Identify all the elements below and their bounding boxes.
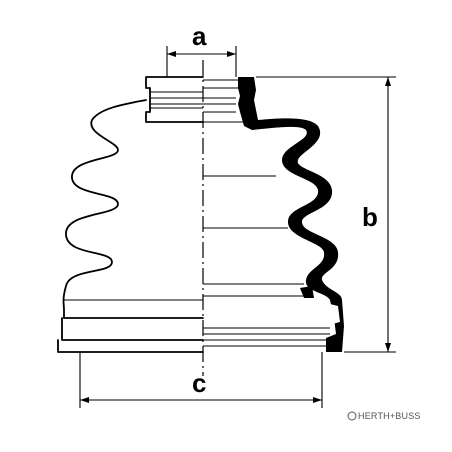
boot-section-right: [203, 77, 344, 352]
dimension-b-label: b: [362, 202, 378, 232]
brand-text: HERTH+BUSS: [358, 411, 421, 421]
dimension-a-label: a: [192, 21, 207, 51]
dimension-a: [166, 46, 237, 77]
brand-mark: HERTH+BUSS: [347, 411, 421, 421]
dimension-c: [79, 352, 323, 408]
dimension-b: [256, 76, 396, 353]
dimension-c-label: c: [192, 368, 206, 398]
brand-logo-icon: [347, 411, 357, 421]
boot-wall-section: [238, 77, 344, 352]
boot-outline-left: [57, 76, 204, 353]
